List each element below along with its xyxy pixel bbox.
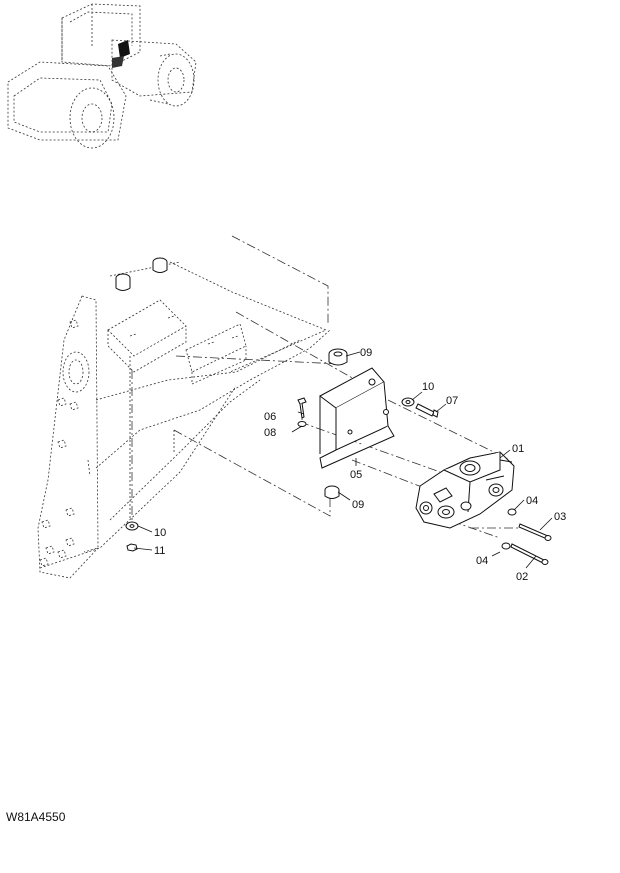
- callout-04-lower: 04: [476, 555, 488, 567]
- bolt-06: [297, 397, 307, 419]
- drawing-code: W81A4550: [6, 810, 66, 824]
- nut-11: [126, 543, 138, 552]
- machine-overview-thumbnail: [7, 3, 197, 149]
- callout-02: 02: [516, 571, 528, 583]
- o-ring-04-upper: [507, 508, 517, 516]
- callout-01: 01: [512, 443, 524, 455]
- callout-09-upper: 09: [360, 347, 372, 359]
- washer-10-upper: [401, 397, 415, 407]
- callout-10-upper: 10: [422, 381, 434, 393]
- callout-08: 08: [264, 427, 276, 439]
- callout-labels: 01 02 03 04 04 05 06 07 08 09 09 10 10 1…: [154, 347, 566, 583]
- grommet-09-lower: [324, 485, 340, 499]
- grommet-top-1: [152, 257, 168, 273]
- callout-03: 03: [554, 511, 566, 523]
- control-valve: [415, 451, 515, 529]
- frame-structure: [37, 235, 331, 579]
- leader-lines: [133, 351, 553, 569]
- callout-06: 06: [264, 411, 276, 423]
- pin-02: [510, 543, 549, 565]
- callout-07: 07: [446, 395, 458, 407]
- grommet-09-upper: [328, 348, 348, 366]
- o-ring-04-lower: [501, 542, 511, 550]
- callout-05: 05: [350, 469, 362, 481]
- pin-03: [518, 523, 552, 541]
- callout-09-lower: 09: [352, 499, 364, 511]
- callout-04-upper: 04: [526, 495, 538, 507]
- grommet-top-2: [115, 273, 131, 291]
- callout-10-lower: 10: [154, 527, 166, 539]
- washer-08: [297, 421, 307, 427]
- washer-10-lower: [125, 521, 139, 531]
- mounting-bracket: [319, 367, 395, 469]
- callout-11: 11: [154, 545, 165, 557]
